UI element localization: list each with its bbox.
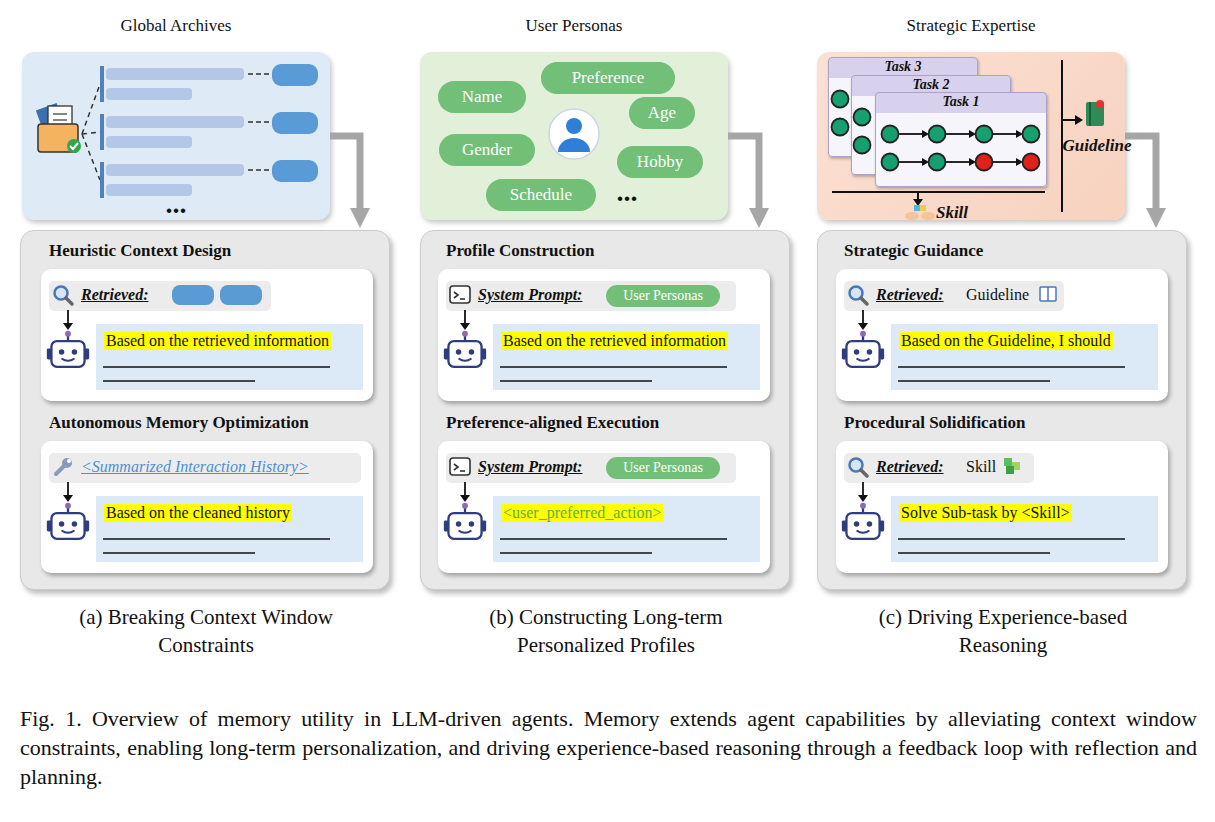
utility-panel: (a) Breaking Context Window ConstraintsH… xyxy=(20,230,390,590)
response-text: Based on the retrieved information xyxy=(501,332,728,350)
ellipsis: ... xyxy=(151,190,201,218)
history-tag: <Summarized Interaction History> xyxy=(81,458,309,476)
response-box: Based on the retrieved information xyxy=(493,324,760,390)
pill-label: Schedule xyxy=(510,185,572,205)
attribute-pill: Gender xyxy=(439,134,535,166)
response-box: Solve Sub-task by <Skill> xyxy=(891,496,1158,562)
response-box: Based on the cleaned history xyxy=(96,496,363,562)
pill-label: Hobby xyxy=(637,152,683,172)
query-value: Skill xyxy=(966,458,996,476)
persona-tag: User Personas xyxy=(606,457,720,479)
ellipsis: ... xyxy=(602,178,652,206)
response-box: Based on the retrieved information xyxy=(96,324,363,390)
query-bar: Retrieved: xyxy=(49,281,271,311)
card-heading: Profile Construction xyxy=(446,241,594,261)
query-label: System Prompt: xyxy=(478,458,582,476)
card-heading: Heuristic Context Design xyxy=(49,241,231,261)
attribute-pill: Name xyxy=(438,81,526,113)
mechanism-card: Profile ConstructionSystem Prompt:User P… xyxy=(438,269,770,401)
attribute-pill: Schedule xyxy=(486,179,596,211)
resource-label: Guideline xyxy=(1057,136,1137,156)
flow-arrow xyxy=(728,136,759,208)
column-heading: Global Archives xyxy=(22,16,330,36)
response-box: <user_preferred_action> xyxy=(493,496,760,562)
task-label: Task 3 xyxy=(829,59,977,75)
query-bar: System Prompt: User Personas xyxy=(446,281,736,311)
mechanism-card: Procedural SolidificationRetrieved:Skill… xyxy=(836,441,1168,573)
pill-label: User Personas xyxy=(623,460,703,476)
pill-label: Age xyxy=(648,103,676,123)
utility-panel: (c) Driving Experience-based ReasoningSt… xyxy=(817,230,1187,590)
flow-arrow xyxy=(330,136,360,208)
column-heading: Strategic Expertise xyxy=(817,16,1125,36)
query-bar: Retrieved: Guideline xyxy=(844,281,1064,311)
mechanism-card: Autonomous Memory Optimization<Summarize… xyxy=(41,441,373,573)
mechanism-card: Heuristic Context DesignRetrieved:Based … xyxy=(41,269,373,401)
panel-caption: (c) Driving Experience-based Reasoning xyxy=(853,603,1153,659)
response-text: Based on the Guideline, I should xyxy=(899,332,1113,350)
attribute-pill: Hobby xyxy=(617,146,703,178)
pill-label: Gender xyxy=(462,140,512,160)
resource-label: Skill xyxy=(917,203,987,223)
panel-caption: (b) Constructing Long-term Personalized … xyxy=(456,603,756,659)
attribute-pill: Preference xyxy=(541,62,675,94)
pill-label: Preference xyxy=(572,68,645,88)
mechanism-card: Preference-aligned ExecutionSystem Promp… xyxy=(438,441,770,573)
utility-panel: (b) Constructing Long-term Personalized … xyxy=(420,230,790,590)
source-panel: Global Archives... xyxy=(22,52,330,220)
panel-caption: (a) Breaking Context Window Constraints xyxy=(56,603,356,659)
figure-caption: Fig. 1. Overview of memory utility in LL… xyxy=(20,704,1197,791)
response-box: Based on the Guideline, I should xyxy=(891,324,1158,390)
query-label: Retrieved: xyxy=(876,458,944,476)
mechanism-card: Strategic GuidanceRetrieved:GuidelineBas… xyxy=(836,269,1168,401)
persona-tag: User Personas xyxy=(606,285,720,307)
pill-label: User Personas xyxy=(623,288,703,304)
response-text: Based on the retrieved information xyxy=(104,332,331,350)
query-bar: <Summarized Interaction History> xyxy=(49,453,361,483)
source-panel: Strategic ExpertiseGuidelineSkillTask 3T… xyxy=(817,52,1125,220)
query-bar: Retrieved: Skill xyxy=(844,453,1034,483)
task-label: Task 2 xyxy=(852,77,1010,93)
task-card: Task 1 xyxy=(875,92,1047,187)
response-text: <user_preferred_action> xyxy=(501,504,663,522)
card-heading: Preference-aligned Execution xyxy=(446,413,659,433)
query-label: System Prompt: xyxy=(478,286,582,304)
response-text: Solve Sub-task by <Skill> xyxy=(899,504,1072,522)
column-heading: User Personas xyxy=(420,16,728,36)
pill-label: Name xyxy=(462,87,503,107)
query-label: Retrieved: xyxy=(876,286,944,304)
attribute-pill: Age xyxy=(629,97,695,129)
query-label: Retrieved: xyxy=(81,286,149,304)
source-panel: User Personas...PreferenceNameAgeGenderH… xyxy=(420,52,728,220)
response-text: Based on the cleaned history xyxy=(104,504,292,522)
query-bar: System Prompt: User Personas xyxy=(446,453,736,483)
task-label: Task 1 xyxy=(876,94,1046,110)
card-heading: Procedural Solidification xyxy=(844,413,1026,433)
card-heading: Autonomous Memory Optimization xyxy=(49,413,309,433)
query-value: Guideline xyxy=(966,286,1029,304)
card-heading: Strategic Guidance xyxy=(844,241,983,261)
